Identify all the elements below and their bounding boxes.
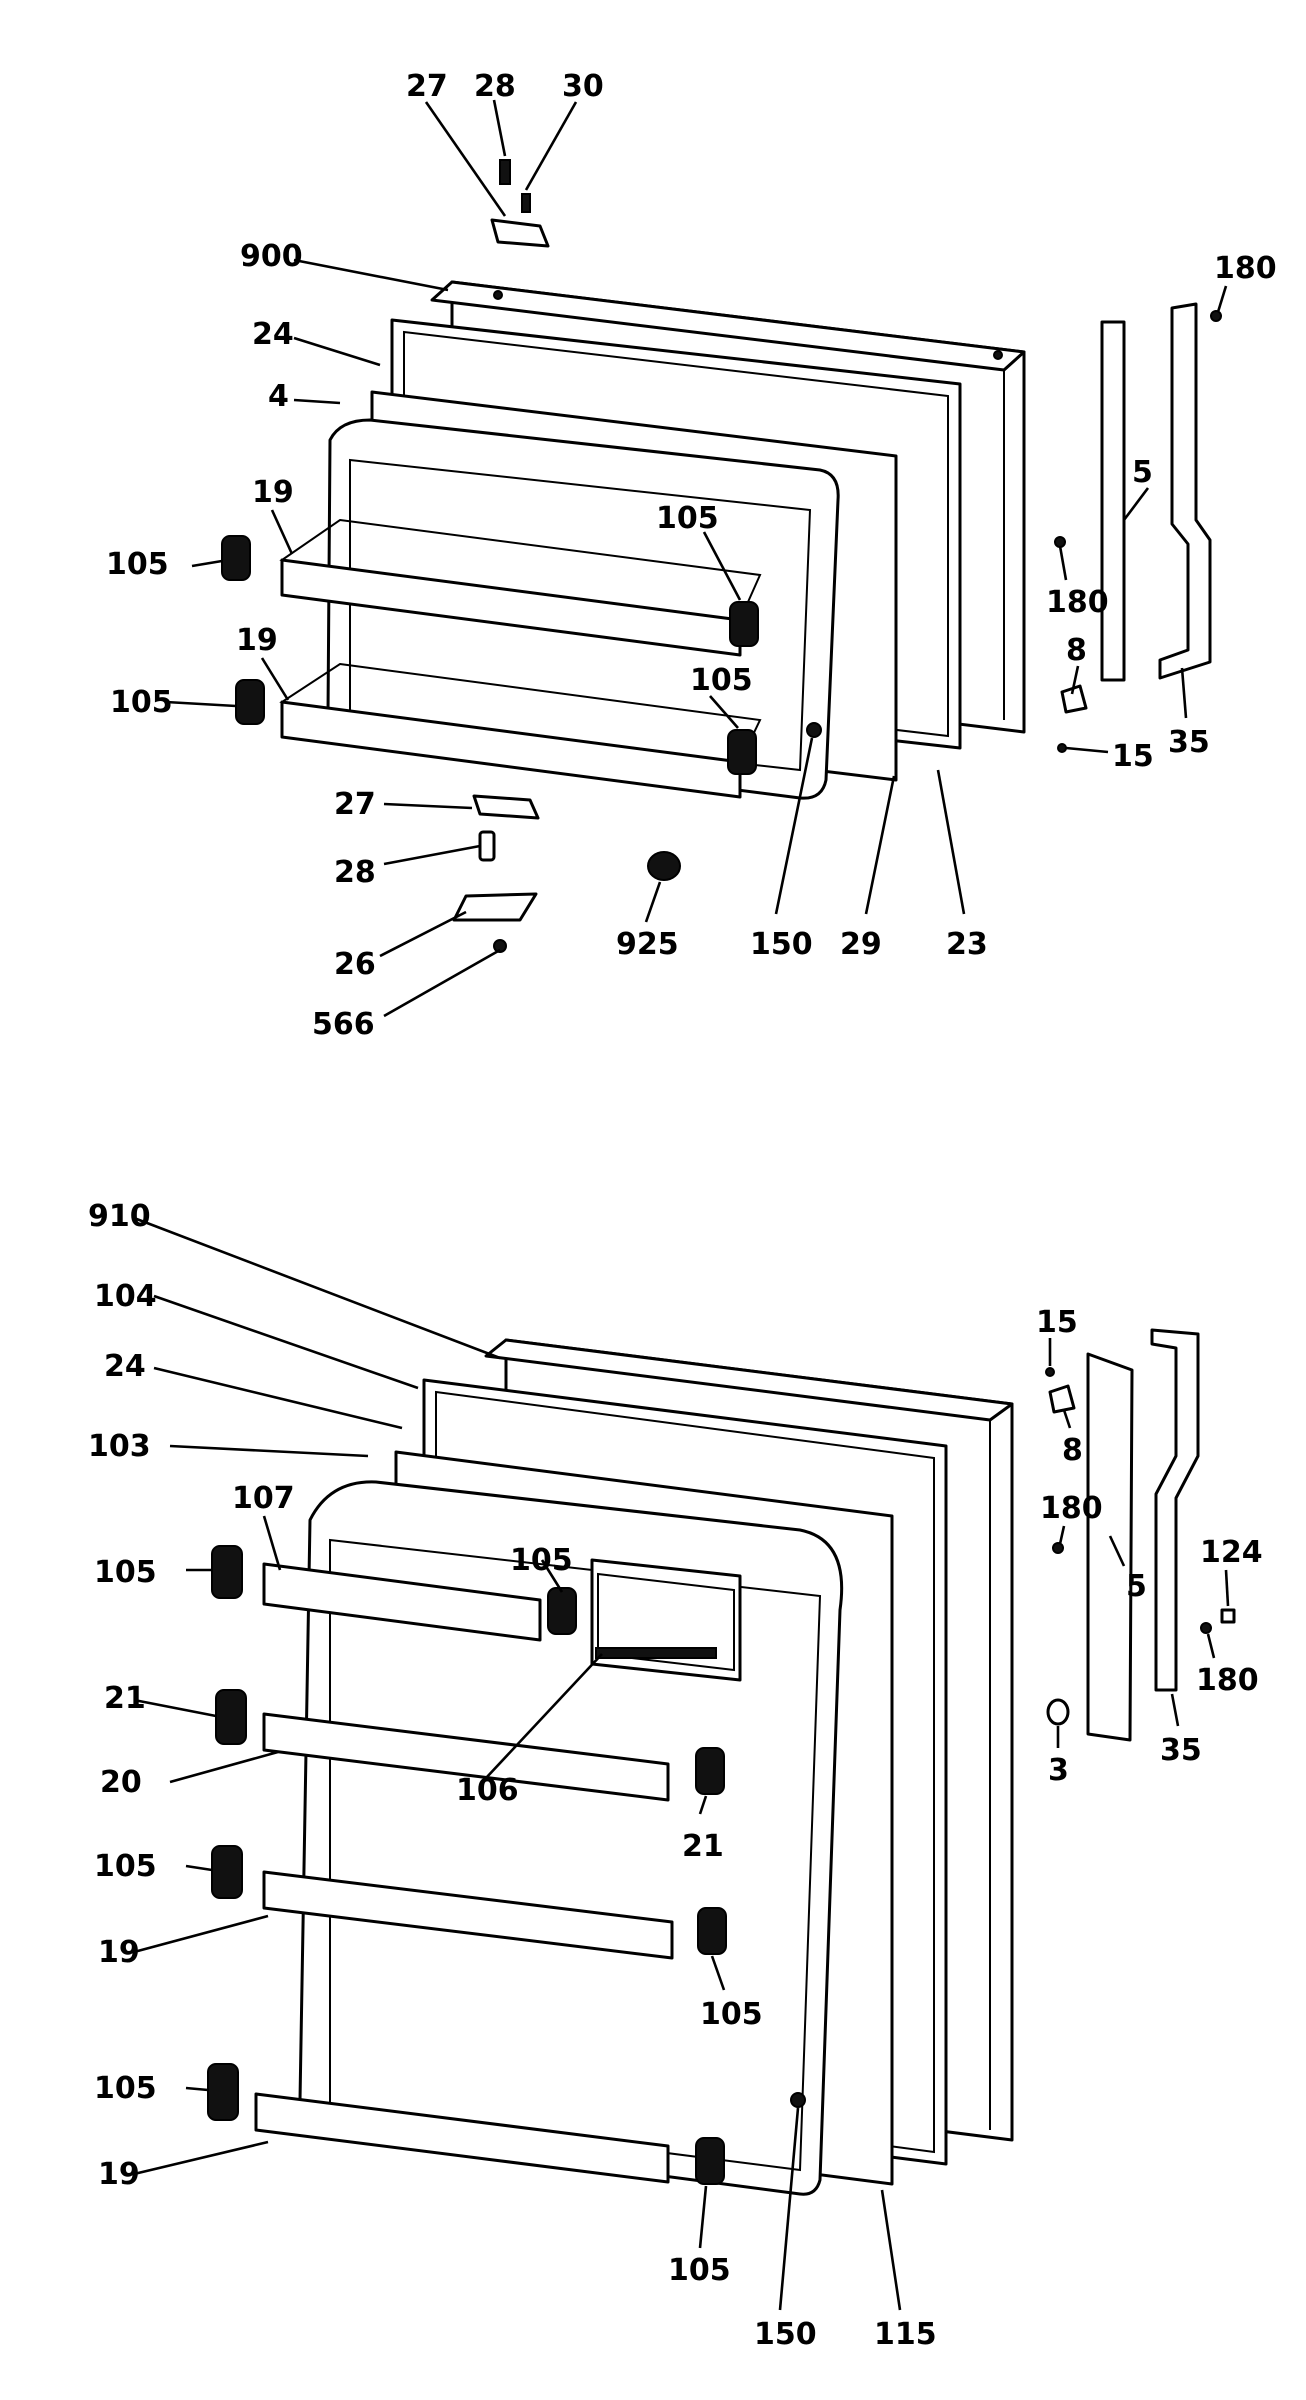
shelf-end-cap-105: [211, 1845, 243, 1899]
callout-20: 20: [100, 1765, 142, 1800]
callout-105: 105: [690, 663, 753, 698]
callout-105: 105: [110, 685, 173, 720]
handle-bar-35: [1150, 1328, 1200, 1692]
callout-105: 105: [94, 1849, 157, 1884]
callout-104: 104: [94, 1279, 157, 1314]
callout-900: 900: [240, 239, 303, 274]
callout-150: 150: [754, 2317, 817, 2352]
callout-15: 15: [1112, 739, 1154, 774]
callout-105: 105: [700, 1997, 763, 2032]
callout-180: 180: [1040, 1491, 1103, 1526]
callout-105: 105: [94, 1555, 157, 1590]
cover-8: [1048, 1384, 1076, 1414]
callout-105: 105: [106, 547, 169, 582]
shelf-end-cap-105: [547, 1587, 577, 1635]
hinge-bracket-27-bottom: [472, 794, 540, 820]
shelf-107: [262, 1562, 542, 1642]
handle-5: [1100, 320, 1126, 682]
screw-150: [806, 722, 822, 738]
shelf-end-cap-105: [211, 1545, 243, 1599]
screw-566: [493, 939, 507, 953]
callout-19: 19: [98, 1935, 140, 1970]
screw-180: [1054, 536, 1066, 548]
callout-23: 23: [946, 927, 988, 962]
callout-124: 124: [1200, 1535, 1263, 1570]
callout-28: 28: [334, 855, 376, 890]
callout-26: 26: [334, 947, 376, 982]
callout-28: 28: [474, 69, 516, 104]
handle-bar-35: [1158, 302, 1212, 680]
callout-27: 27: [334, 787, 376, 822]
shelf-end-cap-105: [727, 729, 757, 775]
callout-19: 19: [236, 623, 278, 658]
callout-4: 4: [268, 379, 289, 414]
screw-15: [1045, 1367, 1055, 1377]
callout-21: 21: [682, 1829, 724, 1864]
hinge-plate-26: [452, 892, 538, 922]
freezer-door-assembly: 27 28 30 900 24 4 19 105 105 19 105 105 …: [106, 69, 1277, 1042]
shelf-end-cap-105: [221, 535, 251, 581]
callout-5: 5: [1126, 1569, 1147, 1604]
shelf-end-cap-105: [729, 601, 759, 647]
shelf-end-cap-21: [695, 1747, 725, 1795]
callout-107: 107: [232, 1481, 295, 1516]
plug-925: [647, 851, 681, 881]
callout-8: 8: [1062, 1433, 1083, 1468]
callout-105: 105: [668, 2253, 731, 2288]
callout-150: 150: [750, 927, 813, 962]
callout-8: 8: [1066, 633, 1087, 668]
callout-105: 105: [94, 2071, 157, 2106]
callout-105: 105: [510, 1543, 573, 1578]
screw-180: [1200, 1622, 1212, 1634]
screw-30-top: [521, 193, 531, 213]
callout-15: 15: [1036, 1305, 1078, 1340]
callout-180: 180: [1196, 1663, 1259, 1698]
callout-180: 180: [1046, 585, 1109, 620]
dairy-compartment-106: [590, 1558, 742, 1682]
shelf-end-cap-105: [207, 2063, 239, 2121]
callout-24: 24: [252, 317, 294, 352]
callout-106: 106: [456, 1773, 519, 1808]
shelf-20: [262, 1712, 670, 1802]
callout-925: 925: [616, 927, 679, 962]
callout-35: 35: [1160, 1733, 1202, 1768]
hinge-bracket-27-top: [490, 218, 550, 248]
shelf-end-cap-105: [235, 679, 265, 725]
callout-566: 566: [312, 1007, 375, 1042]
screw-150: [790, 2092, 806, 2108]
callout-19: 19: [98, 2157, 140, 2192]
callout-19: 19: [252, 475, 294, 510]
screw-15: [1057, 743, 1067, 753]
screw-180: [1052, 1542, 1064, 1554]
screw-28-top: [499, 159, 511, 185]
callout-24: 24: [104, 1349, 146, 1384]
shelf-end-cap-105: [695, 2137, 725, 2185]
screw-180: [1210, 310, 1222, 322]
callout-180: 180: [1214, 251, 1277, 286]
plug-3: [1046, 1698, 1070, 1726]
callout-29: 29: [840, 927, 882, 962]
callout-5: 5: [1132, 455, 1153, 490]
callout-105: 105: [656, 501, 719, 536]
handle-5: [1086, 1352, 1134, 1742]
shelf-end-cap-21: [215, 1689, 247, 1745]
shelf-19-lower: [254, 2092, 670, 2184]
callout-3: 3: [1048, 1753, 1069, 1788]
spacer-124: [1220, 1608, 1236, 1624]
callout-21: 21: [104, 1681, 146, 1716]
callout-910: 910: [88, 1199, 151, 1234]
shelf-19-upper: [262, 1870, 674, 1960]
callout-27: 27: [406, 69, 448, 104]
callout-30: 30: [562, 69, 604, 104]
callout-115: 115: [874, 2317, 937, 2352]
fresh-food-door-assembly: 910 104 24 103 107 105 105 21 20 106 21 …: [88, 1199, 1263, 2352]
shelf-end-cap-105: [697, 1907, 727, 1955]
callout-35: 35: [1168, 725, 1210, 760]
pin-28-bottom: [478, 830, 496, 862]
callout-103: 103: [88, 1429, 151, 1464]
